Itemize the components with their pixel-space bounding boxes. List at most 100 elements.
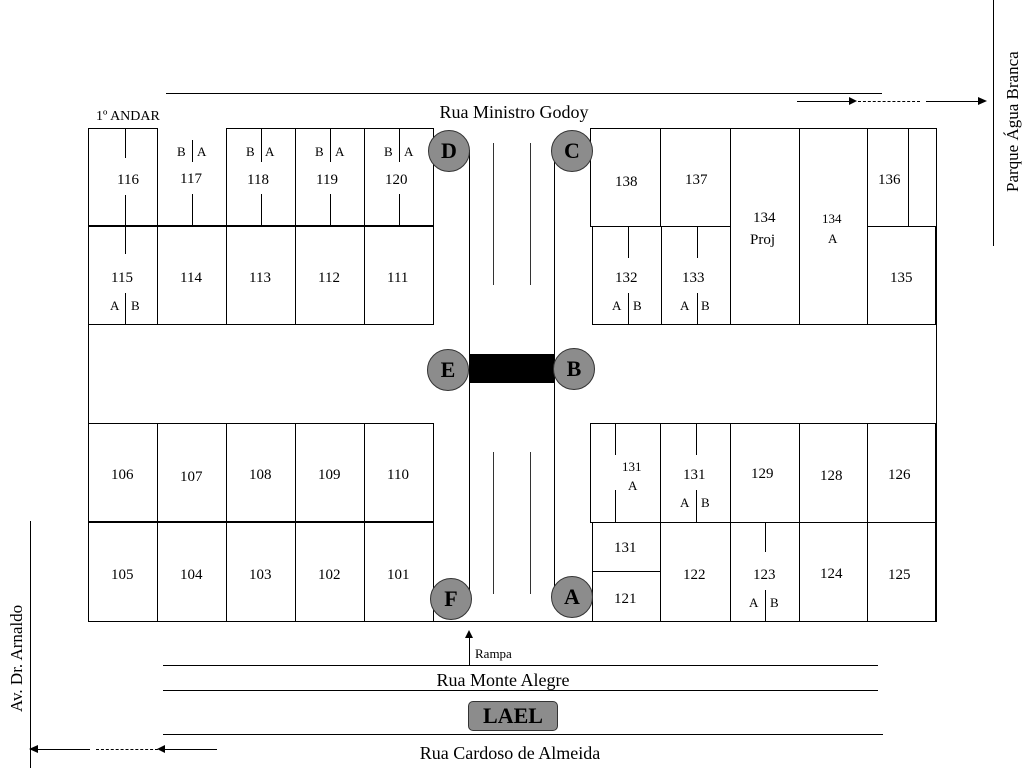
sub-label-a: A xyxy=(749,595,759,610)
street-ministro-godoy: Rua Ministro Godoy xyxy=(439,102,589,122)
ramp-arrow-shaft xyxy=(469,638,470,665)
room-104: 104 xyxy=(157,522,227,622)
room-113: 113 xyxy=(226,226,296,325)
sub-divider xyxy=(765,590,766,622)
sub-label-a: A xyxy=(680,298,690,313)
room-111: 111 xyxy=(364,226,434,325)
sub-divider xyxy=(615,490,616,523)
arrow-head-icon xyxy=(978,97,987,105)
room-131-c: 131 xyxy=(592,522,661,572)
sub-label-a: A xyxy=(680,495,690,510)
room-109: 109 xyxy=(295,423,365,522)
node-c[interactable]: C xyxy=(551,130,593,172)
arrow-dashed xyxy=(96,749,158,750)
street-line-right xyxy=(993,0,994,246)
sub-label-b: B xyxy=(633,298,642,313)
sub-label-b: B xyxy=(177,144,186,159)
sub-divider xyxy=(765,522,766,552)
lael-badge: LAEL xyxy=(468,701,558,731)
sub-divider xyxy=(192,140,193,162)
sub-divider xyxy=(261,194,262,226)
room-137: 137 xyxy=(660,128,731,227)
street-line-left xyxy=(30,521,31,768)
sub-divider xyxy=(615,423,616,455)
floor-label: 1º ANDAR xyxy=(96,109,160,124)
room-122: 122 xyxy=(660,522,731,622)
room-116: 116 xyxy=(88,128,158,226)
sub-label-a: A xyxy=(404,144,414,159)
street-parque-agua-branca: Parque Água Branca xyxy=(1003,51,1022,192)
room-divider xyxy=(125,128,126,158)
building-right-wall xyxy=(936,128,937,622)
node-a[interactable]: A xyxy=(551,576,593,618)
arrow-up-icon xyxy=(465,630,473,638)
room-121: 121 xyxy=(592,571,661,622)
sub-label-b: B xyxy=(246,144,255,159)
sub-label-a: A xyxy=(265,144,275,159)
room-115: 115 xyxy=(88,226,158,325)
node-e[interactable]: E xyxy=(427,349,469,391)
street-cardoso-de-almeida: Rua Cardoso de Almeida xyxy=(419,743,601,763)
room-135: 135 xyxy=(867,226,936,325)
sub-divider xyxy=(399,194,400,226)
arrow-right-1 xyxy=(797,101,855,102)
street-av-dr-arnaldo: Av. Dr. Arnaldo xyxy=(7,604,26,712)
arrow-right-2 xyxy=(926,101,978,102)
lane-marking xyxy=(530,452,531,594)
node-d[interactable]: D xyxy=(428,130,470,172)
node-f[interactable]: F xyxy=(430,578,472,620)
ramp-label: Rampa xyxy=(475,646,512,661)
node-b[interactable]: B xyxy=(553,348,595,390)
sub-divider xyxy=(697,293,698,325)
street-line xyxy=(163,734,883,735)
sub-divider xyxy=(192,194,193,226)
sub-label-b: B xyxy=(315,144,324,159)
sub-label-a: A xyxy=(110,298,120,313)
building-left-wall xyxy=(88,128,89,622)
room-divider xyxy=(125,195,126,226)
sub-label-a: A xyxy=(612,298,622,313)
arrow-dashed xyxy=(858,101,920,102)
room-132: 132 xyxy=(592,226,662,325)
room-126: 126 xyxy=(867,423,936,523)
room-138: 138 xyxy=(590,128,661,227)
lane-marking xyxy=(493,143,494,285)
room-125: 125 xyxy=(867,522,936,622)
sub-divider xyxy=(628,293,629,325)
room-133: 133 xyxy=(661,226,731,325)
sub-label-a: A xyxy=(335,144,345,159)
arrow-left-2 xyxy=(165,749,217,750)
sub-divider xyxy=(628,226,629,258)
arrow-head-left-icon xyxy=(157,745,165,753)
room-131-a: 131 A xyxy=(590,423,661,523)
sub-label-b: B xyxy=(131,298,140,313)
sub-divider xyxy=(696,490,697,523)
room-110: 110 xyxy=(364,423,434,522)
room-103: 103 xyxy=(226,522,296,622)
room-129: 129 xyxy=(730,423,800,523)
bridge-e-b xyxy=(469,354,555,383)
sub-divider xyxy=(125,226,126,254)
sub-divider xyxy=(261,128,262,162)
room-105: 105 xyxy=(88,522,158,622)
room-134-a: 134 A xyxy=(799,128,868,325)
room-101: 101 xyxy=(364,522,434,622)
room-124: 124 xyxy=(799,522,868,622)
building-bottom-wall xyxy=(88,621,936,622)
sub-divider xyxy=(399,128,400,162)
sub-label-a: A xyxy=(197,144,207,159)
street-monte-alegre: Rua Monte Alegre xyxy=(436,670,570,690)
sub-divider xyxy=(697,226,698,258)
room-134-proj: 134 Proj xyxy=(730,128,800,325)
arrow-head-left-icon xyxy=(29,745,38,753)
room-136: 136 xyxy=(867,128,909,227)
room-108: 108 xyxy=(226,423,296,522)
room-112: 112 xyxy=(295,226,365,325)
lane-marking xyxy=(530,143,531,285)
arrow-left-1 xyxy=(38,749,90,750)
room-128: 128 xyxy=(799,423,868,523)
room-106: 106 xyxy=(88,423,158,522)
lane-marking xyxy=(493,452,494,594)
room-102: 102 xyxy=(295,522,365,622)
street-line-top xyxy=(166,93,882,94)
